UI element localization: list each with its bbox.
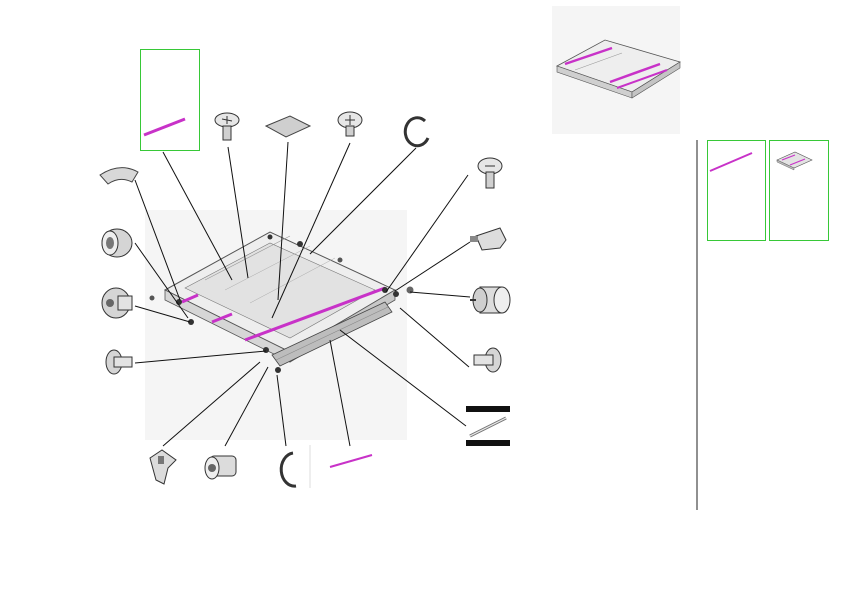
roller-shaft-icon [143, 117, 186, 137]
screw-icon [214, 112, 240, 141]
screw-icon [337, 111, 363, 137]
hub-icon [204, 455, 237, 480]
transfer-unit-icon [776, 151, 813, 171]
c-clip-icon [99, 167, 139, 185]
bracket-icon [470, 227, 507, 251]
stud-pin-icon [473, 347, 502, 373]
screw-icon [477, 157, 503, 189]
sheet-pad-icon [264, 115, 312, 138]
legend-frame-roller [707, 140, 766, 241]
gear-bearing-icon [101, 287, 133, 319]
stud-pin-icon [105, 349, 133, 375]
pin-icon [466, 406, 510, 446]
highlighted-part-frame [140, 49, 200, 151]
roller-shaft-icon [309, 445, 373, 488]
transfer-unit-thumbnail [552, 6, 681, 134]
e-ring-icon [403, 116, 430, 148]
e-ring-icon [279, 451, 297, 488]
lever-icon [149, 449, 177, 485]
legend-frame-unit [769, 140, 829, 241]
roller-shaft-icon [709, 152, 753, 172]
roller-bearing-icon [470, 286, 511, 314]
leader-lines [134, 141, 471, 447]
bushing-icon [101, 228, 133, 258]
transfer-unit-assembly [149, 231, 414, 373]
